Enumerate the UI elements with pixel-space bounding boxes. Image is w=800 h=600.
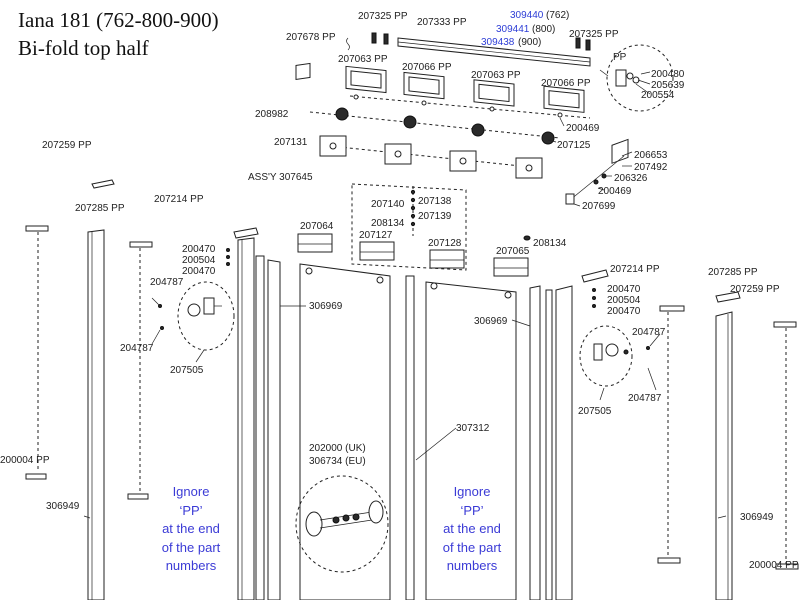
right-small-parts [581, 269, 797, 328]
label-207699: 207699 [582, 201, 616, 212]
top-rail [397, 37, 591, 67]
label-200469-top: 200469 [566, 123, 600, 134]
label-204787-l1: 204787 [150, 277, 184, 288]
note-left-line-2: ‘PP’ [179, 502, 203, 518]
assembly-box [351, 183, 467, 271]
label-207128: 207128 [428, 238, 462, 249]
label-306734: 306734 (EU) [309, 456, 366, 467]
pins-row [349, 94, 591, 119]
door-panels [299, 263, 517, 600]
label-200004-right: 200004 PP [749, 560, 799, 571]
label-207140: 207140 [371, 199, 405, 210]
left-magnet-detail [158, 281, 235, 351]
note-left: Ignore ‘PP’ at the end of the part numbe… [136, 483, 246, 576]
label-pp-circle: PP [613, 52, 627, 63]
diagram-title: Iana 181 (762-800-900) [18, 8, 219, 32]
label-207325-left: 207325 PP [358, 11, 408, 22]
label-206653: 206653 [634, 150, 668, 161]
label-309441-size: (800) [532, 24, 555, 35]
label-200470-r1: 200470 [607, 284, 641, 295]
note-right-line-1: Ignore [453, 484, 491, 499]
label-207259-right: 207259 PP [730, 284, 780, 295]
label-202000: 202000 (UK) [309, 443, 366, 454]
label-207066-b: 207066 PP [541, 78, 591, 89]
label-204787-l2: 204787 [120, 343, 154, 354]
diagram-subtitle: Bi-fold top half [18, 36, 149, 60]
note-left-line-3: at the end [162, 521, 220, 536]
label-207127: 207127 [359, 230, 393, 241]
left-small-parts [25, 179, 259, 266]
label-309440: 309440 [510, 10, 544, 21]
leader-lines [83, 117, 727, 519]
label-207065: 207065 [496, 246, 530, 257]
label-207063-b: 207063 PP [471, 70, 521, 81]
label-207131: 207131 [274, 137, 308, 148]
label-assy-307645: ASS'Y 307645 [248, 172, 313, 183]
label-207325-right: 207325 PP [569, 29, 619, 40]
label-309440-size: (762) [546, 10, 569, 21]
carriers [297, 233, 531, 277]
note-left-line-1: Ignore [172, 484, 210, 499]
label-207285-right: 207285 PP [708, 267, 758, 278]
label-309441: 309441 [496, 24, 530, 35]
label-306949-left: 306949 [46, 501, 80, 512]
left-profiles [25, 229, 281, 600]
label-207138: 207138 [418, 196, 452, 207]
label-207066-a: 207066 PP [402, 62, 452, 73]
label-208134-a: 208134 [371, 218, 405, 229]
label-207139: 207139 [418, 211, 452, 222]
pp-detail-circle [599, 44, 674, 112]
label-207214-left: 207214 PP [154, 194, 204, 205]
hinge-detail [295, 475, 389, 573]
right-magnet-detail [579, 325, 650, 387]
label-200469-mid: 200469 [598, 186, 632, 197]
note-right-line-2: ‘PP’ [460, 502, 484, 518]
note-right-line-4: of the part [442, 539, 502, 555]
label-207492: 207492 [634, 162, 668, 173]
label-207214-right: 207214 PP [610, 264, 660, 275]
label-204787-r1: 204787 [632, 327, 666, 338]
label-207259-left: 207259 PP [42, 140, 92, 151]
label-306969-l: 306969 [309, 301, 343, 312]
label-207063-a: 207063 PP [338, 54, 388, 65]
note-left-line-5: numbers [165, 558, 217, 573]
label-207285-left: 207285 PP [75, 203, 125, 214]
part-labels: 207325 PP 207333 PP 309440 (762) 309441 … [0, 10, 799, 571]
label-205639: 205639 [651, 80, 685, 91]
label-207125: 207125 [557, 140, 591, 151]
label-200480: 200480 [651, 69, 685, 80]
label-207505-r: 207505 [578, 406, 612, 417]
label-309438-size: (900) [518, 37, 541, 48]
note-right-line-5: numbers [446, 558, 498, 573]
label-204787-r2: 204787 [628, 393, 662, 404]
label-208134-b: 208134 [533, 238, 567, 249]
label-208982: 208982 [255, 109, 289, 120]
label-306969-r: 306969 [474, 316, 508, 327]
label-306949-right: 306949 [740, 512, 774, 523]
label-200004-left: 200004 PP [0, 455, 50, 466]
label-307312: 307312 [456, 423, 490, 434]
label-200504-r: 200504 [607, 295, 641, 306]
label-200470-r2: 200470 [607, 306, 641, 317]
label-207333: 207333 PP [417, 17, 467, 28]
top-screws [346, 32, 591, 51]
note-right-line-3: at the end [443, 521, 501, 536]
right-bracket-assembly [565, 138, 629, 205]
label-200504-l: 200504 [182, 255, 216, 266]
label-207678: 207678 PP [286, 32, 336, 43]
label-207505-l: 207505 [170, 365, 204, 376]
wheels-row [295, 62, 561, 145]
hanger-plates-row [319, 135, 543, 179]
top-slide-blocks [345, 65, 585, 113]
label-207064: 207064 [300, 221, 334, 232]
note-right: Ignore ‘PP’ at the end of the part numbe… [417, 483, 527, 576]
label-200470-l1: 200470 [182, 244, 216, 255]
right-profiles [529, 285, 799, 600]
label-200554: 200554 [641, 90, 675, 101]
label-200470-l2: 200470 [182, 266, 216, 277]
label-309438: 309438 [481, 37, 515, 48]
note-left-line-4: of the part [161, 539, 221, 555]
label-206326: 206326 [614, 173, 648, 184]
